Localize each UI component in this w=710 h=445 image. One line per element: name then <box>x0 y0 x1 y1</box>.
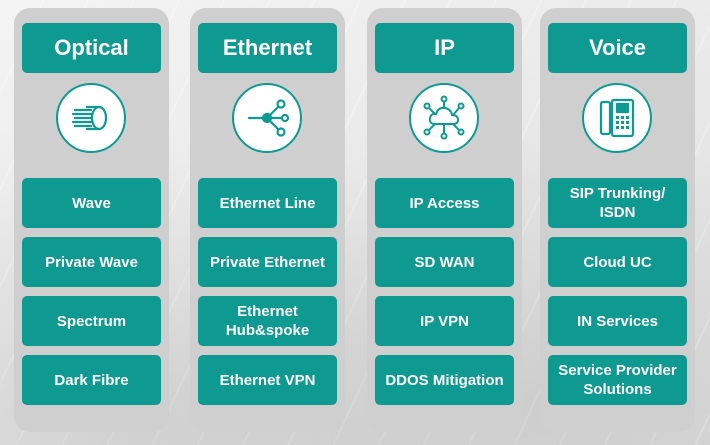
service-item[interactable]: Private Wave <box>22 237 161 287</box>
service-item[interactable]: Cloud UC <box>548 237 687 287</box>
fibre-optic-icon <box>56 83 126 153</box>
column-title-ip: IP <box>375 23 514 73</box>
column-title-voice: Voice <box>548 23 687 73</box>
service-item[interactable]: Private Ethernet <box>198 237 337 287</box>
service-item[interactable]: Ethernet Line <box>198 178 337 228</box>
column-title-optical: Optical <box>22 23 161 73</box>
network-node-icon <box>232 83 302 153</box>
service-item[interactable]: IN Services <box>548 296 687 346</box>
column-ethernet: Ethernet Ethernet Line Private Ethernet … <box>190 8 345 432</box>
service-item[interactable]: Spectrum <box>22 296 161 346</box>
column-title-ethernet: Ethernet <box>198 23 337 73</box>
service-item[interactable]: SD WAN <box>375 237 514 287</box>
ip-phone-icon <box>582 83 652 153</box>
column-optical: Optical Wave Private Wave Spectrum Dark … <box>14 8 169 432</box>
service-item[interactable]: Ethernet VPN <box>198 355 337 405</box>
service-item[interactable]: SIP Trunking/ ISDN <box>548 178 687 228</box>
column-ip: IP IP Access SD WAN IP VPN DDOS Mitigati… <box>367 8 522 432</box>
service-item[interactable]: Wave <box>22 178 161 228</box>
service-item[interactable]: IP VPN <box>375 296 514 346</box>
service-item[interactable]: DDOS Mitigation <box>375 355 514 405</box>
service-item[interactable]: IP Access <box>375 178 514 228</box>
column-voice: Voice SIP Trunking/ ISDN Cloud UC IN Ser… <box>540 8 695 432</box>
service-item[interactable]: Service Provider Solutions <box>548 355 687 405</box>
service-item[interactable]: Dark Fibre <box>22 355 161 405</box>
service-item[interactable]: Ethernet Hub&spoke <box>198 296 337 346</box>
cloud-network-icon <box>409 83 479 153</box>
